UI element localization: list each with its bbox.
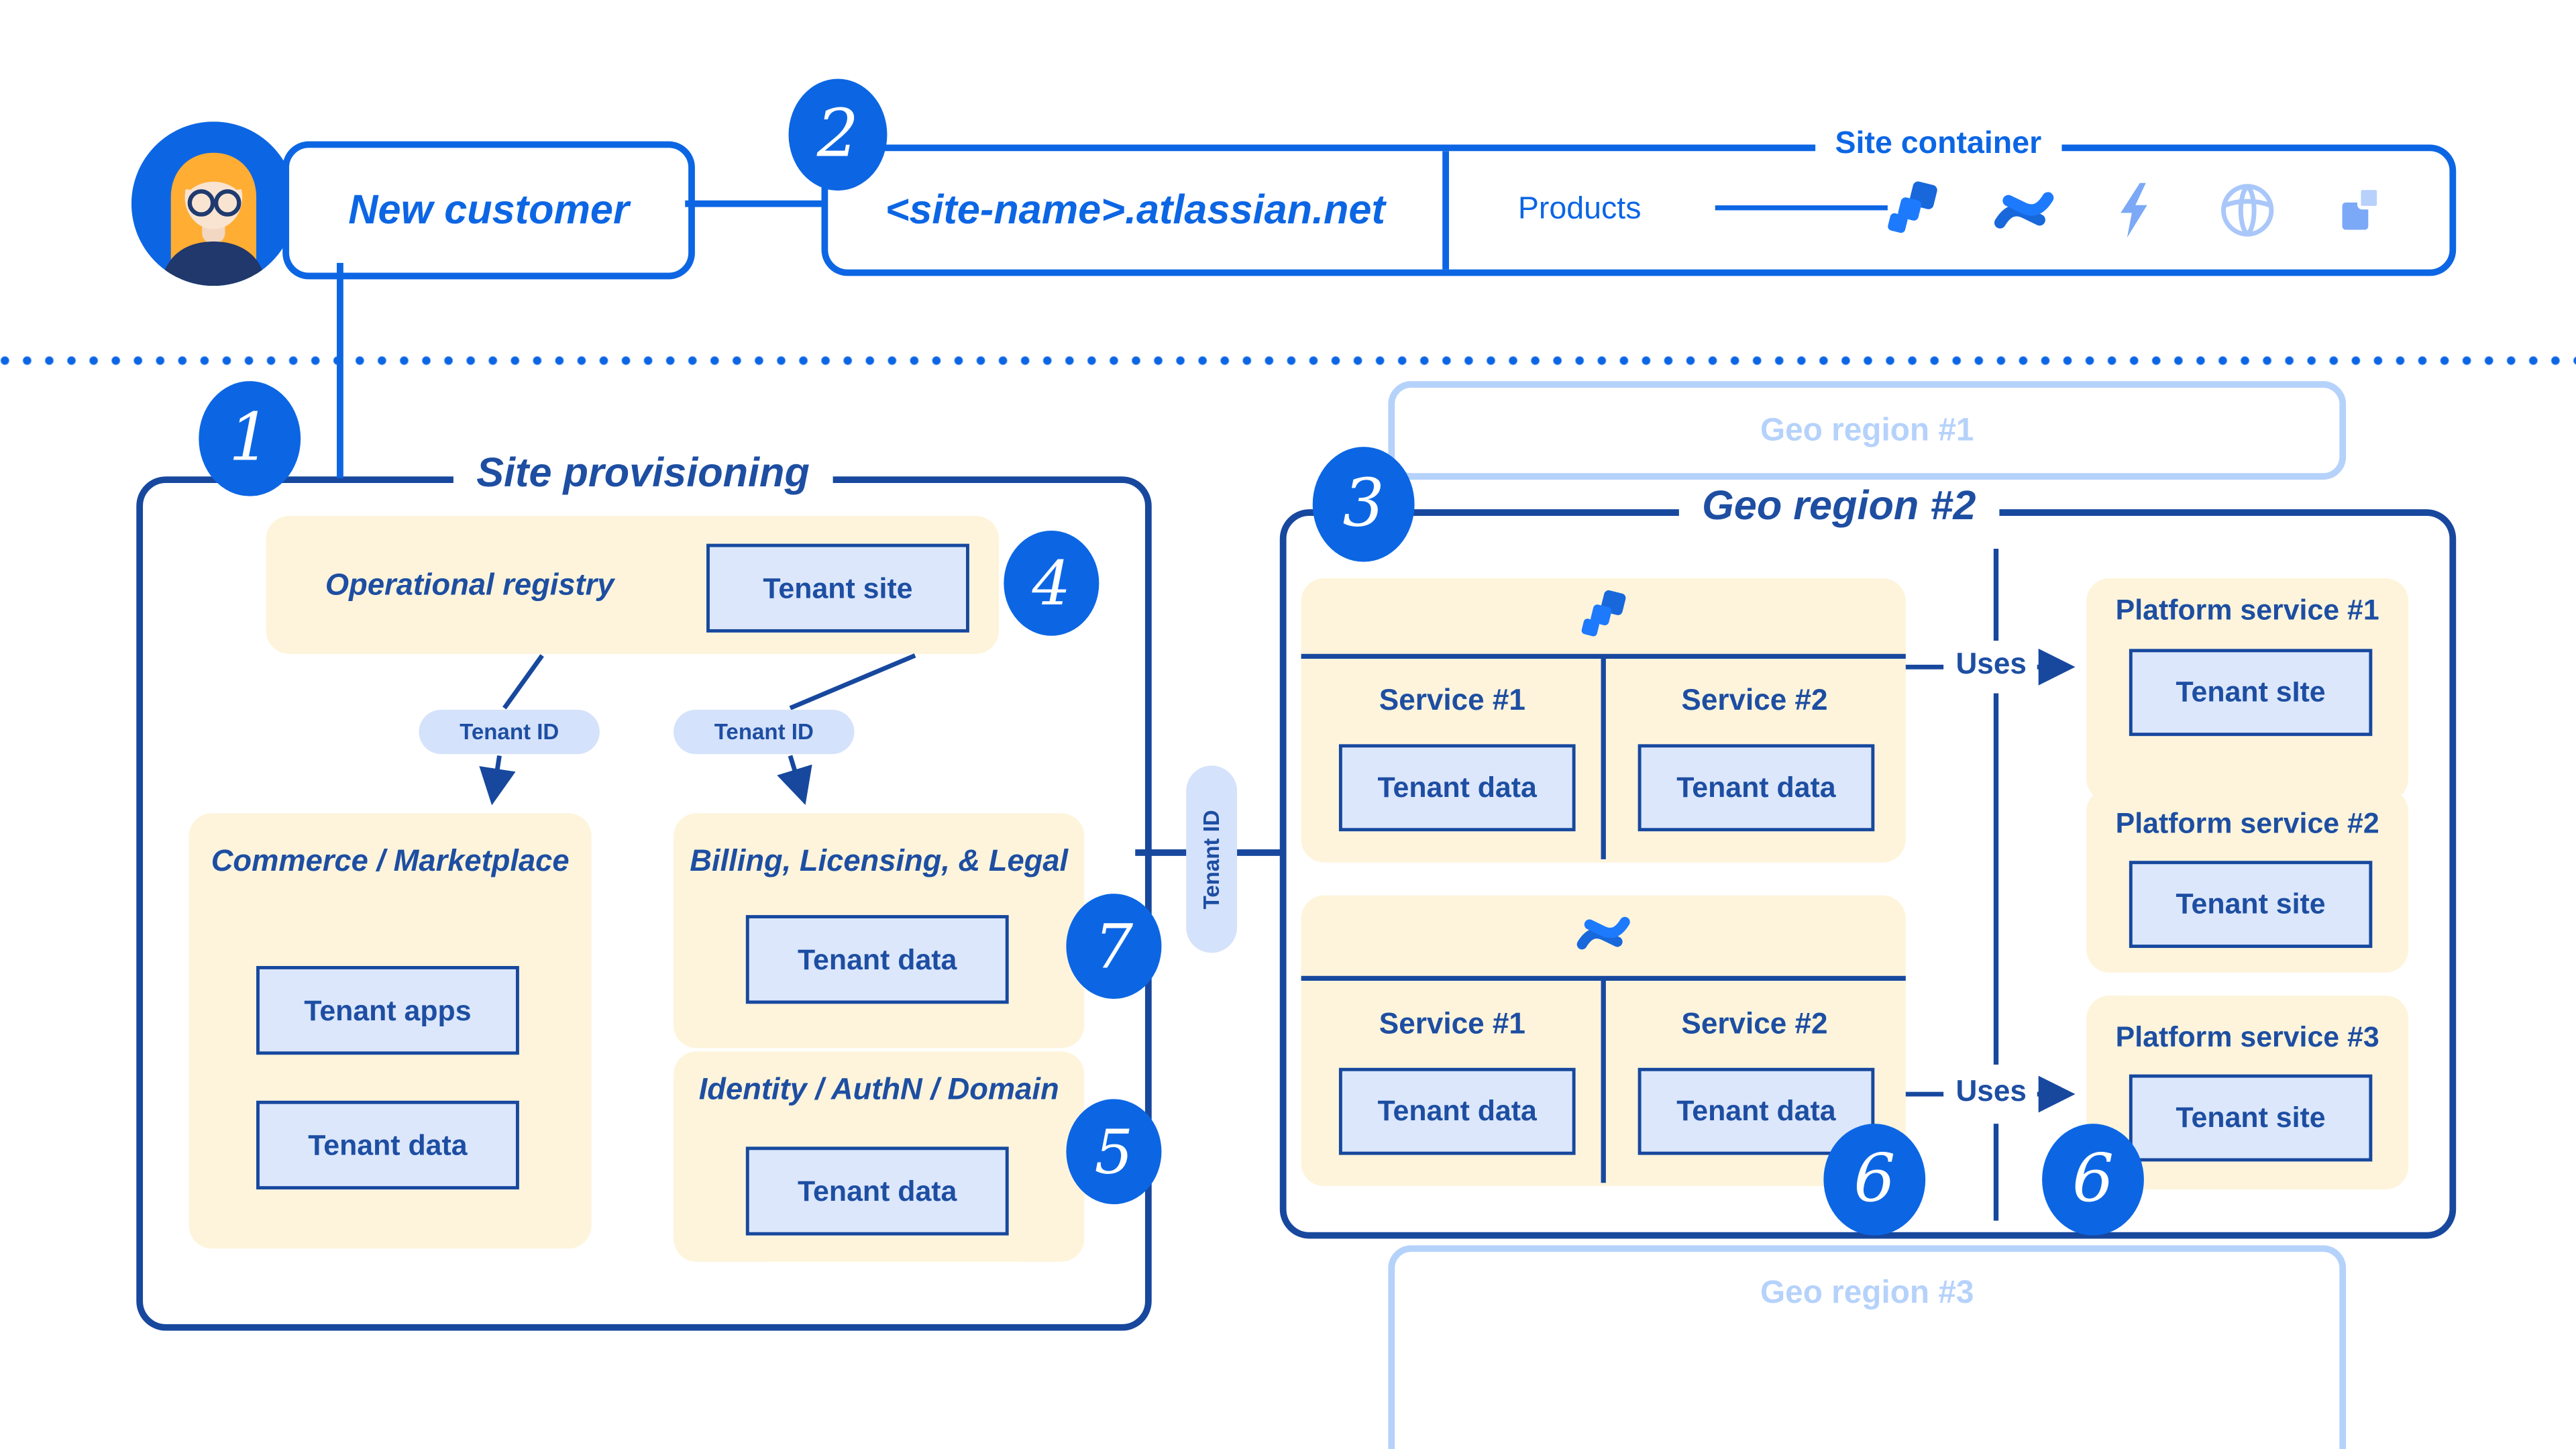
identity-title: Identity / AuthN / Domain [698, 1071, 1059, 1106]
confluence-tenant-data-1-label: Tenant data [1377, 1094, 1537, 1128]
step-7-number: 7 [1094, 910, 1134, 982]
geo-region-1-box: Geo region #1 [1388, 381, 2347, 480]
box-divider [1442, 151, 1450, 270]
step-2-number: 2 [816, 97, 859, 173]
geo-region-3-box: Geo region #3 [1388, 1245, 2347, 1449]
step-6-badge-left: 6 [1823, 1124, 1926, 1236]
confluence-icon [1994, 192, 2054, 229]
operational-registry-title: Operational registry [325, 566, 614, 602]
site-provisioning-title: Site provisioning [453, 450, 833, 498]
commerce-title: Commerce / Marketplace [211, 843, 570, 877]
step-5-number: 5 [1094, 1116, 1134, 1187]
confluence-service1-tenant-data-box: Tenant data [1338, 1067, 1576, 1155]
step-4-badge: 4 [1004, 531, 1099, 636]
step-7-badge: 7 [1066, 894, 1162, 999]
site-name-label: <site-name>.atlassian.net [885, 186, 1385, 233]
platform-service-1-tenant-site-label: Tenant sIte [2176, 675, 2326, 708]
squares-icon [2342, 186, 2381, 230]
tenant-id-connector-label: Tenant ID [1199, 809, 1224, 909]
step-3-badge: 3 [1312, 447, 1415, 562]
jira-icon [1581, 590, 1626, 637]
jira-icon [1888, 181, 1937, 233]
tenant-id-pill-left-label: Tenant ID [460, 719, 559, 745]
site-name-cell: <site-name>.atlassian.net [828, 151, 1442, 269]
billing-tenant-data-label: Tenant data [798, 942, 957, 975]
tenant-site-box: Tenant site [706, 543, 969, 633]
geo-region-3-label: Geo region #3 [1760, 1275, 1974, 1311]
tenant-apps-box: Tenant apps [256, 966, 519, 1055]
bolt-icon [2121, 182, 2147, 238]
platform-service-1-tenant-site-box: Tenant sIte [2129, 649, 2373, 737]
identity-tenant-data-box: Tenant data [745, 1146, 1009, 1236]
site-container-label: Site container [1815, 126, 2061, 163]
jira-service1-tenant-data-box: Tenant data [1338, 744, 1576, 832]
confluence-tenant-data-2-label: Tenant data [1676, 1094, 1836, 1128]
customer-avatar [131, 121, 296, 286]
products-label: Products [1517, 192, 1642, 227]
dotted-separator [0, 354, 2576, 367]
step-1-number: 1 [229, 400, 271, 477]
billing-tenant-data-box: Tenant data [745, 915, 1009, 1004]
tenant-id-pill-right: Tenant ID [674, 709, 855, 755]
step-5-badge: 5 [1066, 1099, 1162, 1205]
tenant-apps-label: Tenant apps [304, 993, 472, 1026]
step-6-right-number: 6 [2072, 1142, 2114, 1218]
identity-tenant-data-label: Tenant data [798, 1173, 957, 1207]
commerce-tenant-data-box: Tenant data [256, 1100, 519, 1190]
tenant-site-label: Tenant site [763, 571, 913, 604]
confluence-icon [1576, 916, 1630, 950]
confluence-service-2-label: Service #2 [1681, 1007, 1828, 1040]
jira-service-1-label: Service #1 [1379, 683, 1525, 716]
commerce-tenant-data-label: Tenant data [308, 1128, 468, 1161]
products-connector-line [1715, 204, 1888, 210]
new-customer-box: New customer [282, 141, 695, 280]
step-6-left-number: 6 [1854, 1142, 1896, 1218]
new-customer-label: New customer [348, 186, 629, 233]
tenant-id-pill-right-label: Tenant ID [714, 719, 814, 745]
jira-service-2-label: Service #2 [1681, 683, 1828, 716]
platform-service-3-tenant-site-label: Tenant site [2176, 1100, 2326, 1134]
tenant-id-pill-left: Tenant ID [419, 709, 600, 755]
jira-tenant-data-1-label: Tenant data [1377, 770, 1537, 804]
step-4-number: 4 [1032, 547, 1071, 619]
step-6-badge-right: 6 [2042, 1124, 2144, 1236]
platform-service-3-tenant-site-box: Tenant site [2129, 1074, 2373, 1162]
platform-service-2-tenant-site-label: Tenant site [2176, 887, 2326, 920]
confluence-service-1-label: Service #1 [1379, 1007, 1525, 1040]
platform-service-2-tenant-site-box: Tenant site [2129, 861, 2373, 949]
geo-region-1-label: Geo region #1 [1760, 411, 1974, 448]
tenant-id-connector-pill: Tenant ID [1186, 765, 1238, 953]
platform-service-3-title: Platform service #3 [2115, 1020, 2379, 1053]
billing-title: Billing, Licensing, & Legal [690, 843, 1069, 877]
confluence-service2-tenant-data-box: Tenant data [1638, 1067, 1875, 1155]
geo-region-2-title: Geo region #2 [1678, 483, 1999, 531]
site-container-box: <site-name>.atlassian.net Products Site … [821, 126, 2457, 276]
step-2-badge: 2 [788, 78, 888, 191]
avatar-icon [131, 121, 296, 286]
uses-label-top: Uses [1955, 647, 2027, 680]
jira-tenant-data-2-label: Tenant data [1676, 770, 1836, 804]
jira-service2-tenant-data-box: Tenant data [1638, 744, 1875, 832]
step-1-badge: 1 [199, 381, 301, 496]
platform-service-2-title: Platform service #2 [2115, 806, 2379, 840]
uses-label-bottom: Uses [1955, 1074, 2027, 1108]
platform-service-1-title: Platform service #1 [2115, 593, 2379, 627]
globe-icon [2221, 184, 2274, 237]
step-3-number: 3 [1342, 466, 1385, 543]
